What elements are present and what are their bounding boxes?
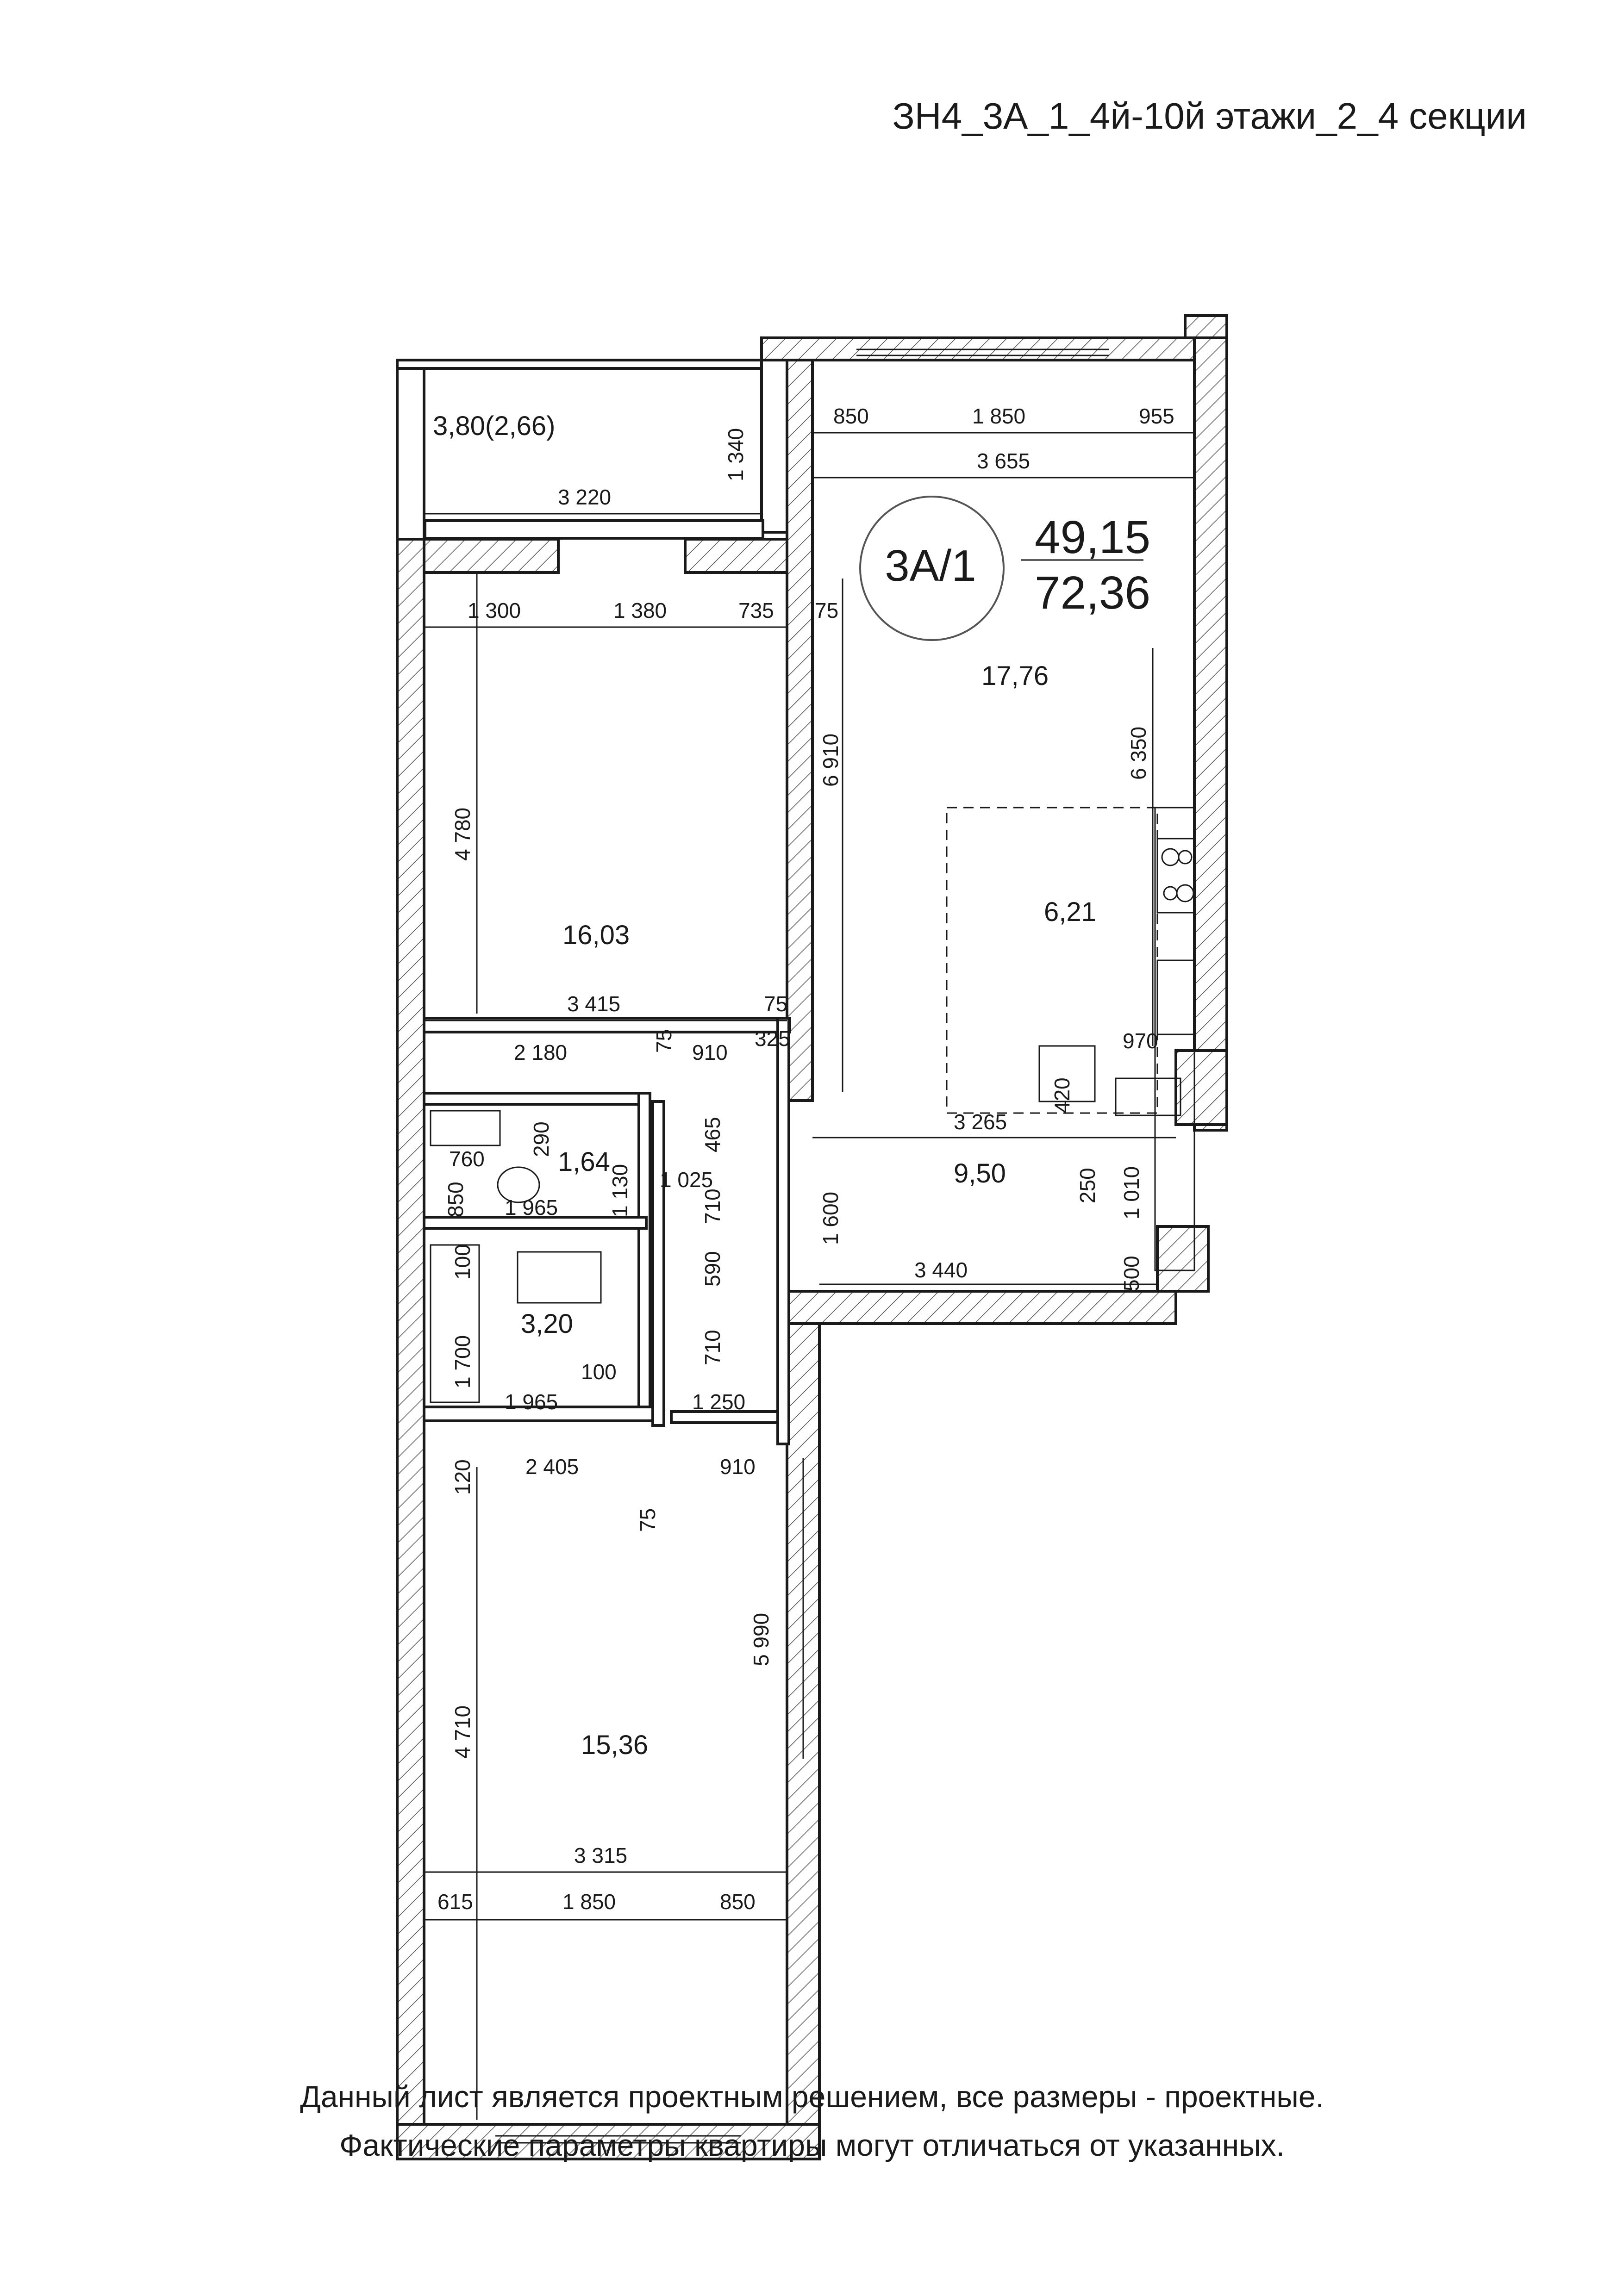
dim-label: 1 850 bbox=[972, 404, 1025, 428]
dim-label: 75 bbox=[636, 1508, 660, 1532]
dim-label: 120 bbox=[450, 1459, 475, 1495]
dim-label: 850 bbox=[720, 1890, 756, 1914]
living-area: 49,15 bbox=[1035, 511, 1150, 563]
apartment-badge: 3А/1 49,15 72,36 bbox=[859, 496, 1150, 641]
dim-label: 5 990 bbox=[749, 1613, 773, 1666]
dim-label: 75 bbox=[764, 992, 787, 1016]
total-area: 72,36 bbox=[1035, 567, 1150, 619]
dimension-lines bbox=[424, 432, 1194, 2120]
dim-label: 290 bbox=[529, 1121, 553, 1157]
dim-label: 1 380 bbox=[613, 598, 667, 622]
sheet-code: ЗН4_3А_1_4й-10й этажи_2_4 секции bbox=[892, 95, 1527, 137]
dim-label: 500 bbox=[1119, 1256, 1143, 1291]
dim-label: 2 405 bbox=[525, 1455, 579, 1479]
kitchen-equipment bbox=[1038, 807, 1195, 1271]
dim-label: 615 bbox=[437, 1890, 473, 1914]
room-area-bedroom-2: 15,36 bbox=[581, 1730, 648, 1760]
dim-label: 6 350 bbox=[1126, 727, 1150, 780]
dim-label: 420 bbox=[1050, 1077, 1074, 1113]
dim-label: 735 bbox=[738, 598, 774, 622]
dim-label: 1 010 bbox=[1119, 1166, 1143, 1220]
dim-label: 1 025 bbox=[660, 1168, 713, 1192]
dim-label: 850 bbox=[443, 1182, 468, 1217]
dim-label: 955 bbox=[1139, 404, 1174, 428]
dim-label: 850 bbox=[833, 404, 869, 428]
kitchen-zone-outline bbox=[946, 807, 1158, 1114]
windows bbox=[495, 348, 1109, 2144]
apartment-label: 3А/1 bbox=[885, 541, 976, 591]
dim-label: 75 bbox=[815, 598, 838, 622]
bathroom-fixtures bbox=[430, 1110, 602, 1403]
dim-label: 465 bbox=[700, 1117, 725, 1152]
room-area-bedroom-1: 16,03 bbox=[562, 920, 630, 950]
room-area-living-room: 17,76 bbox=[981, 661, 1049, 691]
dim-label: 910 bbox=[692, 1040, 728, 1064]
dim-label: 250 bbox=[1075, 1168, 1099, 1203]
room-area-hall: 9,50 bbox=[954, 1158, 1006, 1188]
interior-partitions bbox=[423, 1017, 791, 1445]
dim-label: 1 965 bbox=[505, 1195, 558, 1220]
dim-label: 1 250 bbox=[692, 1390, 745, 1414]
dim-label: 3 440 bbox=[914, 1258, 968, 1282]
dim-label: 710 bbox=[700, 1330, 725, 1365]
dim-label: 1 965 bbox=[505, 1390, 558, 1414]
dim-label: 3 415 bbox=[567, 992, 620, 1016]
dim-label: 590 bbox=[700, 1251, 725, 1287]
room-area-toilet: 1,64 bbox=[558, 1147, 610, 1177]
dim-label: 3 265 bbox=[954, 1110, 1007, 1134]
dim-label: 1 300 bbox=[468, 598, 521, 622]
dim-label: 75 bbox=[652, 1029, 676, 1053]
disclaimer-line-2: Фактические параметры квартиры могут отл… bbox=[339, 2128, 1285, 2162]
dim-label: 1 130 bbox=[608, 1164, 632, 1217]
dim-label: 6 910 bbox=[818, 734, 843, 787]
dim-label: 325 bbox=[755, 1027, 790, 1051]
dim-label: 100 bbox=[581, 1360, 617, 1384]
disclaimer: Данный лист является проектным решением,… bbox=[0, 2072, 1624, 2170]
dim-label: 100 bbox=[450, 1244, 475, 1280]
dim-label: 710 bbox=[700, 1188, 725, 1224]
dim-label: 1 600 bbox=[818, 1192, 843, 1245]
dim-label: 2 180 bbox=[514, 1040, 567, 1064]
dim-label: 3 315 bbox=[574, 1843, 627, 1867]
dim-label: 1 340 bbox=[724, 428, 748, 481]
exterior-walls bbox=[396, 314, 1228, 2160]
room-area-kitchen-zone: 6,21 bbox=[1044, 897, 1096, 927]
dim-label: 3 220 bbox=[558, 485, 611, 509]
dim-label: 4 780 bbox=[450, 808, 475, 861]
disclaimer-line-1: Данный лист является проектным решением,… bbox=[300, 2079, 1324, 2114]
room-area-bathroom: 3,20 bbox=[521, 1309, 573, 1339]
dim-label: 1 700 bbox=[450, 1335, 475, 1388]
room-areas: 3,80(2,66) 17,76 6,21 16,03 9,50 1,64 3,… bbox=[433, 411, 1096, 1760]
dim-label: 910 bbox=[720, 1455, 756, 1479]
dim-label: 4 710 bbox=[450, 1705, 475, 1759]
dim-label: 760 bbox=[449, 1147, 485, 1171]
room-area-balcony: 3,80(2,66) bbox=[433, 411, 555, 441]
dim-label: 3 655 bbox=[977, 449, 1030, 473]
dim-label: 1 850 bbox=[562, 1890, 616, 1914]
dimension-labels: 850 1 850 955 3 655 1 340 3 220 1 300 1 … bbox=[437, 404, 1174, 1914]
dim-label: 970 bbox=[1123, 1029, 1158, 1053]
